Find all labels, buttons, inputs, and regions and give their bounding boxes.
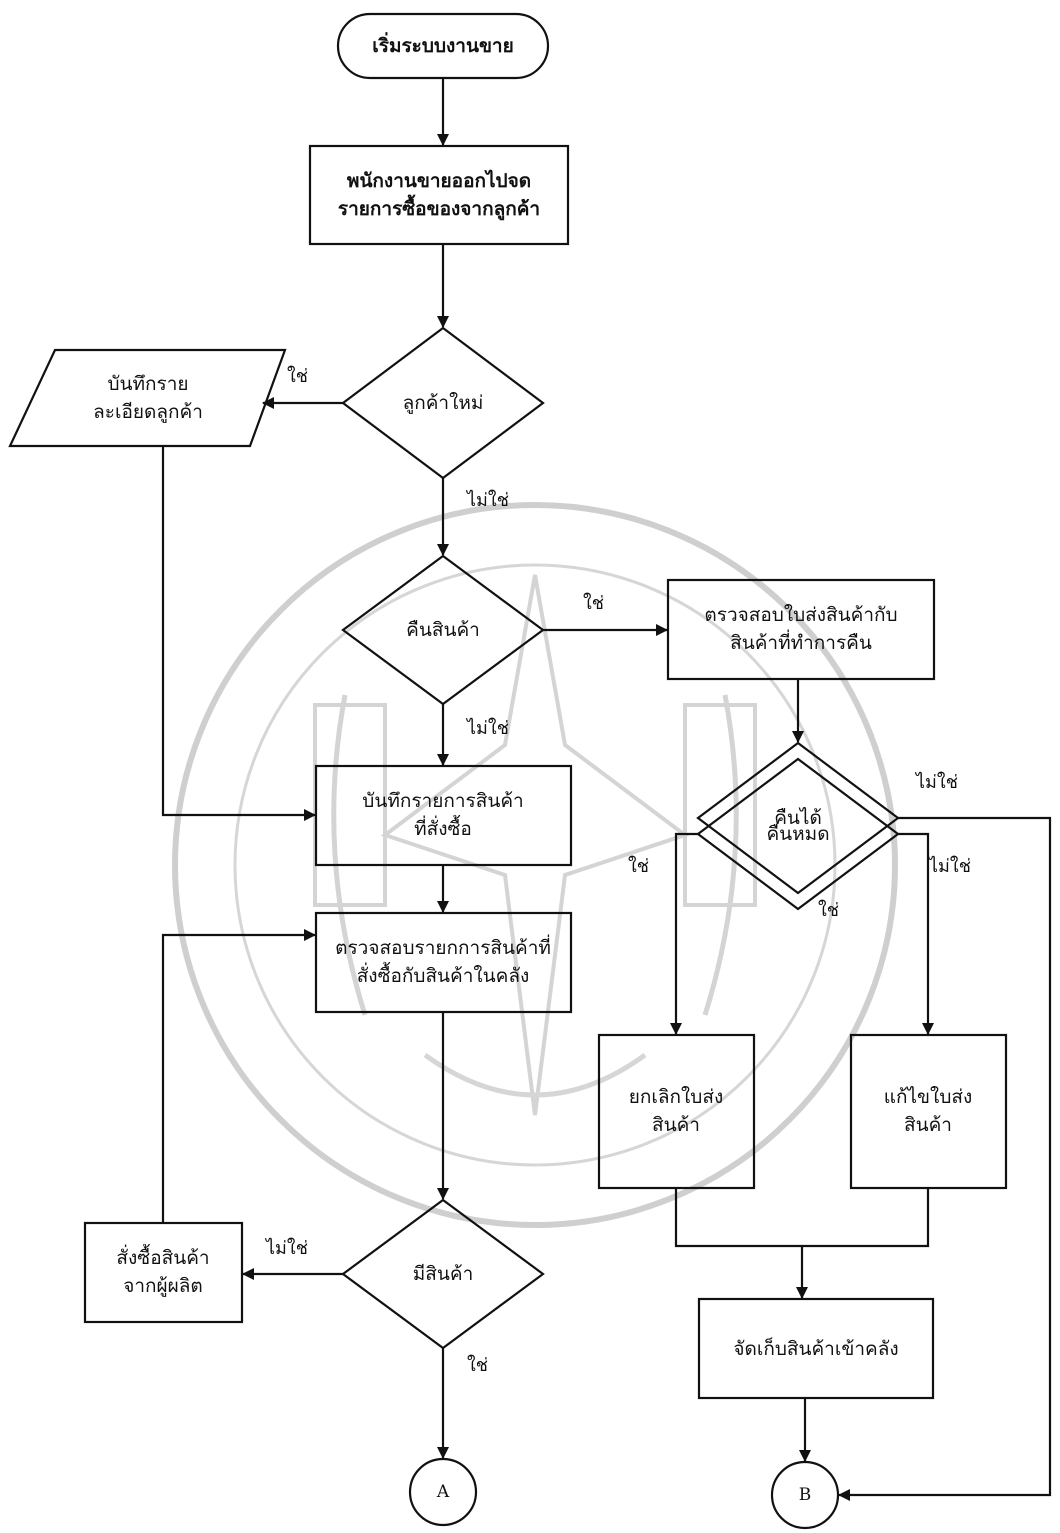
start-label: เริ่มระบบงานขาย bbox=[372, 35, 514, 57]
order-supplier-line-1: สั่งซื้อสินค้า bbox=[116, 1247, 210, 1269]
flow-return-all-no bbox=[898, 832, 934, 1035]
check-invoice-label: ตรวจสอบใบส่งสินค้ากับ สินค้าที่ทำการคืน bbox=[704, 601, 897, 657]
record-order-line-1: บันทึกรายการสินค้า bbox=[362, 790, 524, 812]
store-goods-label: จัดเก็บสินค้าเข้าคลัง bbox=[733, 1338, 899, 1360]
edge-label-return-goods-no: ไม่ใช่ bbox=[467, 718, 509, 739]
sales-go-out-label: พนักงานขายออกไปจด รายการซื้อของจากลูกค้า bbox=[338, 167, 540, 223]
edit-invoice-label: แก้ไขใบส่ง สินค้า bbox=[884, 1083, 973, 1139]
cancel-invoice-label: ยกเลิกใบส่ง สินค้า bbox=[629, 1083, 724, 1139]
edge-label-return-goods-yes: ใช่ bbox=[583, 593, 605, 614]
sales-go-out-line-2: รายการซื้อของจากลูกค้า bbox=[337, 198, 541, 220]
new-customer-label: ลูกค้าใหม่ bbox=[402, 392, 484, 414]
return-all-label: คืนหมด bbox=[766, 823, 830, 845]
flow-return-all-yes bbox=[670, 832, 698, 1035]
order-supplier-label: สั่งซื้อสินค้า จากผู้ผลิต bbox=[116, 1244, 209, 1300]
edge-label-in-stock-no: ไม่ใช่ bbox=[266, 1238, 308, 1259]
check-stock-label: ตรวจสอบรายกการสินค้าที่ สั่งซื้อกับสินค้… bbox=[335, 934, 551, 990]
check-invoice-line-1: ตรวจสอบใบส่งสินค้ากับ bbox=[704, 604, 898, 626]
edge-label-return-all-yes: ใช่ bbox=[628, 856, 650, 877]
flow-can-return-no bbox=[838, 816, 1052, 1501]
sales-go-out-process bbox=[308, 144, 570, 246]
cancel-invoice-line-1: ยกเลิกใบส่ง bbox=[628, 1086, 724, 1108]
can-return-label: คืนได้ bbox=[774, 807, 822, 829]
in-stock-label: มีสินค้า bbox=[412, 1263, 474, 1285]
record-customer-line-2: ละเอียดลูกค้า bbox=[93, 401, 203, 423]
can-return-decision bbox=[696, 741, 900, 895]
check-invoice-line-2: สินค้าที่ทำการคืน bbox=[730, 632, 872, 654]
connector-b-label: B bbox=[798, 1485, 812, 1505]
return-all-decision bbox=[696, 757, 900, 911]
check-stock-line-2: สั่งซื้อกับสินค้าในคลัง bbox=[356, 965, 530, 987]
edge-label-new-customer-no: ไม่ใช่ bbox=[467, 490, 509, 511]
connector-a bbox=[408, 1457, 478, 1527]
edge-label-can-return-yes: ใช่ bbox=[818, 900, 840, 921]
connector-a-label: A bbox=[436, 1482, 450, 1502]
edge-label-can-return-no: ไม่ใช่ bbox=[916, 772, 958, 793]
edge-label-return-all-no: ไม่ใช่ bbox=[929, 856, 971, 877]
edge-label-in-stock-yes: ใช่ bbox=[467, 1355, 489, 1376]
return-goods-label: คืนสินค้า bbox=[406, 619, 480, 641]
flow-record-customer-to-order bbox=[161, 446, 316, 821]
record-order-line-2: ที่สั่งซื้อ bbox=[414, 818, 472, 840]
store-goods-process bbox=[697, 1297, 935, 1400]
watermark-seal bbox=[172, 502, 898, 1228]
record-order-label: บันทึกรายการสินค้า ที่สั่งซื้อ bbox=[362, 787, 523, 843]
edit-invoice-line-2: สินค้า bbox=[904, 1114, 952, 1136]
sales-go-out-line-1: พนักงานขายออกไปจด bbox=[346, 170, 532, 192]
edge-label-new-customer-yes: ใช่ bbox=[287, 366, 309, 387]
record-customer-data bbox=[8, 348, 287, 448]
record-customer-line-1: บันทึกราย bbox=[107, 373, 189, 395]
record-customer-label: บันทึกราย ละเอียดลูกค้า bbox=[93, 370, 203, 426]
flow-supplier-back-to-check bbox=[161, 929, 316, 1223]
check-stock-line-1: ตรวจสอบรายกการสินค้าที่ bbox=[335, 937, 551, 959]
order-supplier-line-2: จากผู้ผลิต bbox=[123, 1275, 203, 1297]
cancel-invoice-line-2: สินค้า bbox=[652, 1114, 700, 1136]
edit-invoice-line-1: แก้ไขใบส่ง bbox=[883, 1086, 973, 1108]
check-invoice-process bbox=[666, 578, 936, 681]
flow-invoices-merge bbox=[674, 1188, 930, 1248]
